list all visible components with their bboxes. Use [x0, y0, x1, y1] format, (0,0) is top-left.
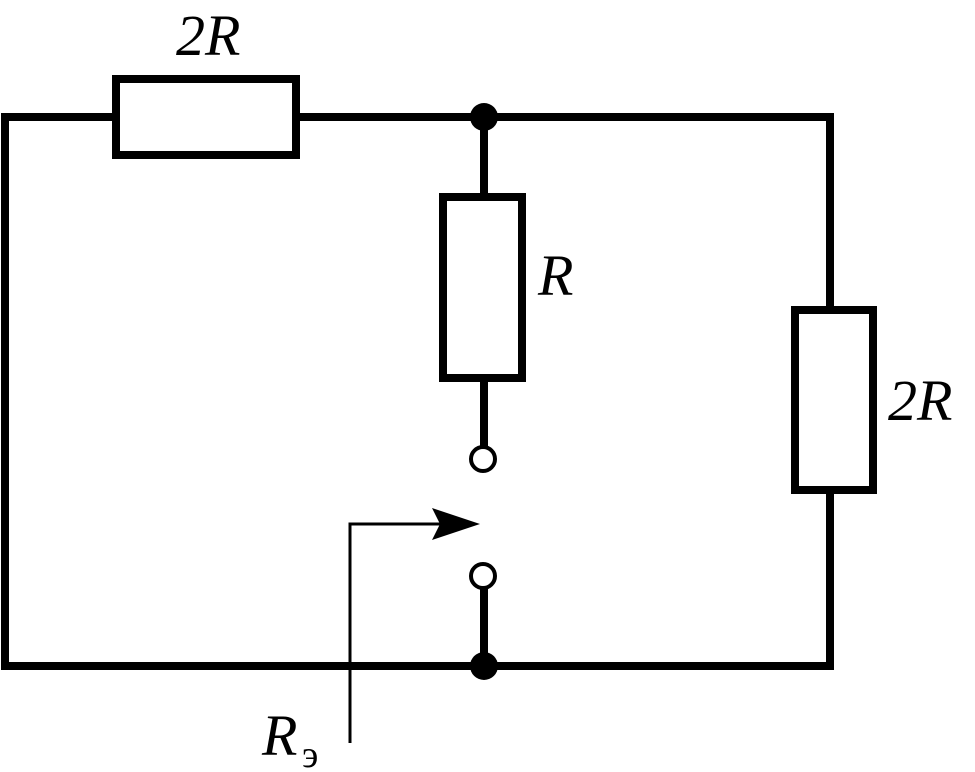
- label-top-resistor: 2R: [176, 3, 240, 68]
- label-equivalent-resistance: R: [261, 703, 297, 768]
- junction-bottom: [470, 652, 498, 680]
- equivalent-pointer-line: [348, 522, 440, 743]
- label-right-resistor: 2R: [888, 368, 952, 433]
- junction-top: [470, 103, 498, 131]
- label-middle-resistor: R: [537, 243, 573, 308]
- resistor-right: [791, 306, 877, 494]
- terminal-lower: [469, 562, 497, 590]
- arrow-head-icon: [432, 508, 480, 540]
- resistor-middle: [439, 193, 526, 382]
- terminal-upper: [469, 445, 497, 473]
- label-equivalent-subscript: э: [302, 734, 318, 772]
- resistor-top: [112, 75, 300, 159]
